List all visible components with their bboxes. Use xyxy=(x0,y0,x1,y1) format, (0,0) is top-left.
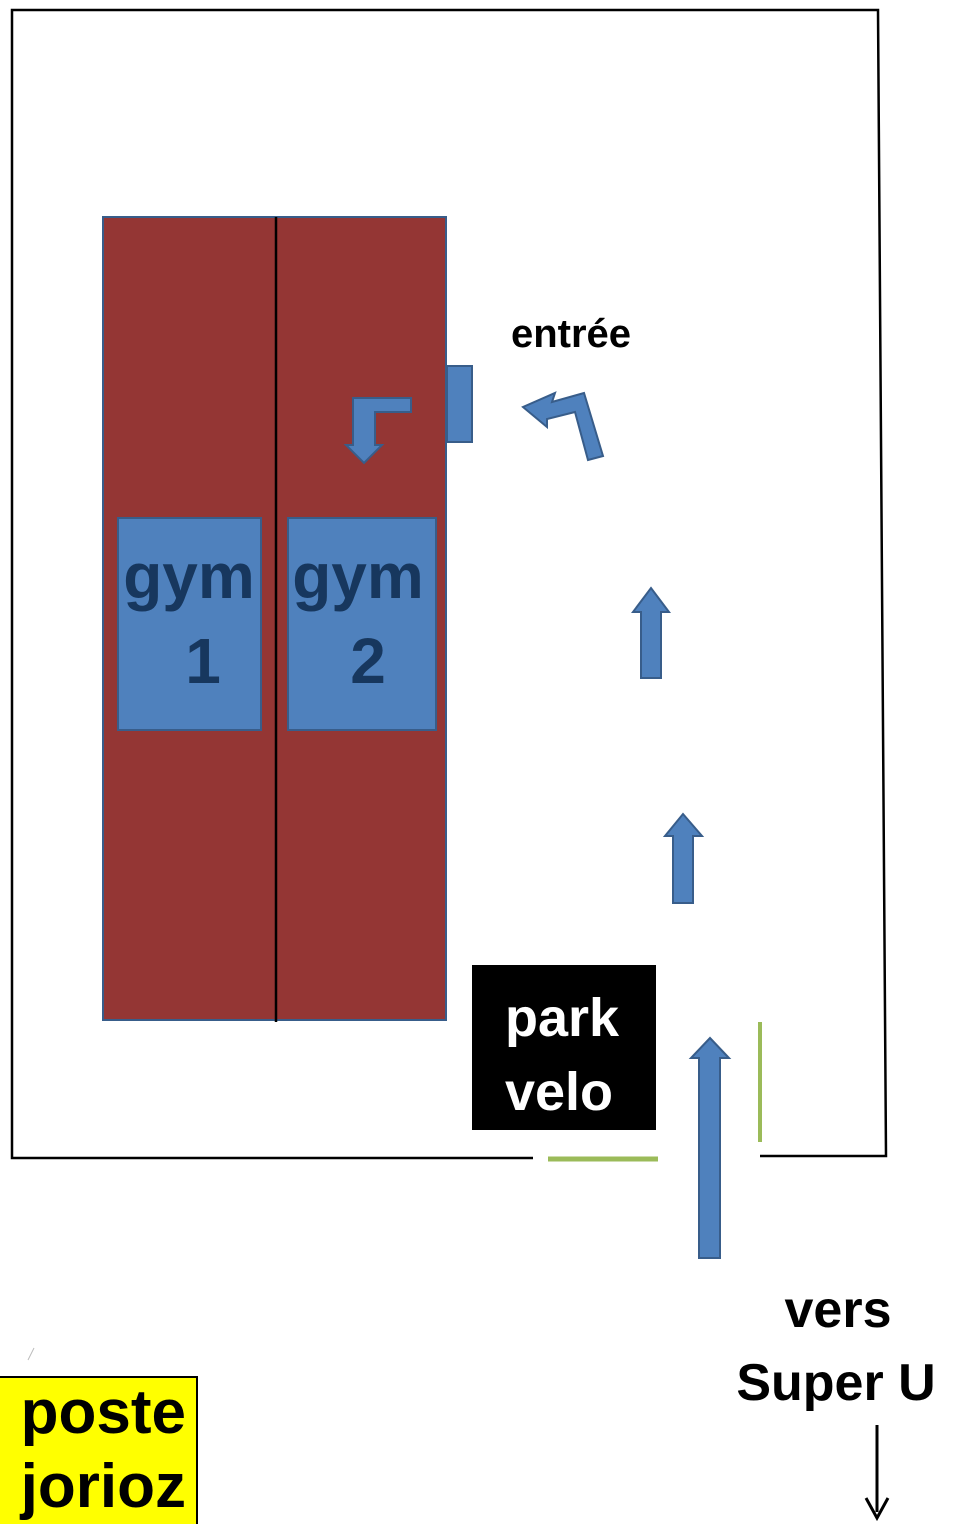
bike-park-label-line1: park xyxy=(505,988,620,1048)
turn-arrow-icon xyxy=(343,397,412,465)
gym-2-label-line1: gym xyxy=(292,540,424,612)
turn-arrow-icon xyxy=(521,391,605,462)
gym-1-label-line2: 1 xyxy=(185,625,221,697)
door-icon xyxy=(446,365,473,443)
up-arrow-icon xyxy=(662,812,705,904)
site-boundary xyxy=(10,8,888,1160)
post-office-label-line1: poste xyxy=(21,1378,186,1447)
gym-2-panel xyxy=(287,517,437,731)
gym-1-panel xyxy=(117,517,262,731)
gym-2-label-line2: 2 xyxy=(350,625,386,697)
up-arrow-icon xyxy=(688,1036,732,1259)
toward-store-label-line2: Super U xyxy=(736,1354,935,1412)
bike-park-box xyxy=(472,965,656,1130)
stray-mark xyxy=(27,1347,35,1361)
down-arrow-icon xyxy=(864,1425,890,1522)
post-office-label-line2: jorioz xyxy=(20,1452,186,1521)
gym-1-label-line1: gym xyxy=(123,540,255,612)
entrance-label: entrée xyxy=(511,312,631,356)
up-arrow-icon xyxy=(631,586,671,679)
bike-park-label-line2: velo xyxy=(505,1062,613,1122)
post-office-box xyxy=(0,1376,198,1524)
toward-store-label-line1: vers xyxy=(785,1281,892,1339)
